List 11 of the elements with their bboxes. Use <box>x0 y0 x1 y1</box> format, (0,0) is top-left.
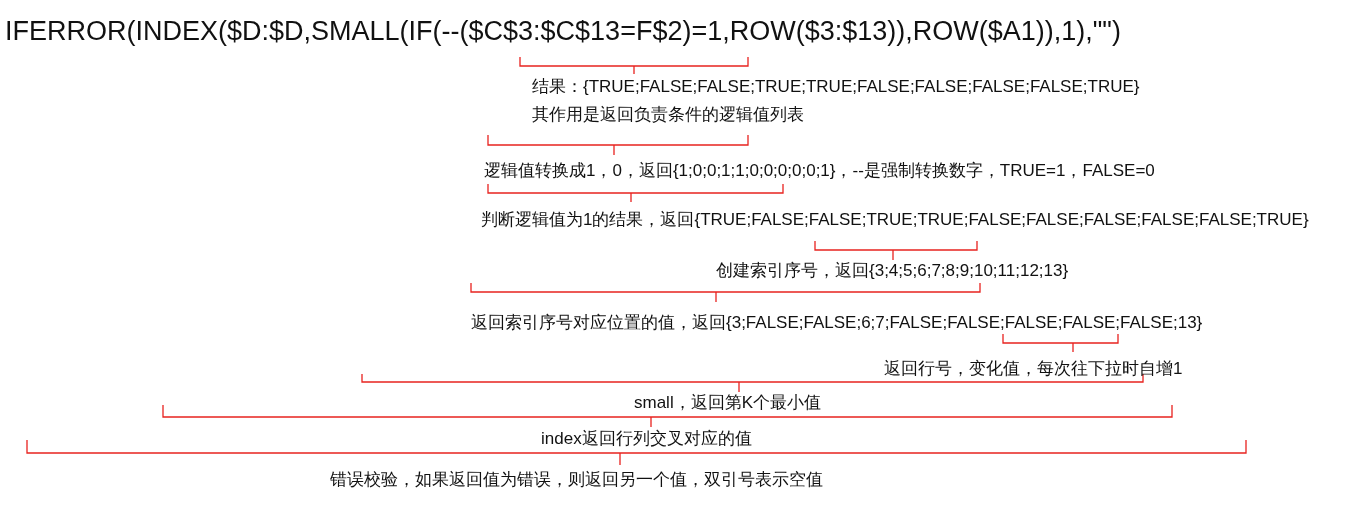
value-note: 返回索引序号对应位置的值，返回{3;FALSE;FALSE;6;7;FALSE;FALSE;FALSE;FALSE;FALSE;13} <box>471 312 1203 334</box>
index-function-note: index返回行列交叉对应的值 <box>541 428 752 450</box>
error-check-note: 错误校验，如果返回值为错误，则返回另一个值，双引号表示空值 <box>330 469 823 491</box>
conversion-note: 逻辑值转换成1，0，返回{1;0;0;1;1;0;0;0;0;0;1}，--是强制转换数字，TRUE=1，FALSE=0 <box>484 160 1155 182</box>
row-note: 返回行号，变化值，每次往下拉时自增1 <box>884 358 1183 380</box>
index-note: 创建索引序号，返回{3;4;5;6;7;8;9;10;11;12;13} <box>716 260 1069 282</box>
purpose-note: 其作用是返回负责条件的逻辑值列表 <box>532 104 804 126</box>
small-note: small，返回第K个最小值 <box>634 392 821 414</box>
formula-text: IFERROR(INDEX($D:$D,SMALL(IF(--($C$3:$C$13=F$2)=1,ROW($3:$13)),ROW($A1)),1),"") <box>5 15 1121 48</box>
comparison-note: 判断逻辑值为1的结果，返回{TRUE;FALSE;FALSE;TRUE;TRUE;FALSE;FALSE;FALSE;FALSE;FALSE;TRUE} <box>481 209 1309 231</box>
result-note: 结果：{TRUE;FALSE;FALSE;TRUE;TRUE;FALSE;FALSE;FALSE;FALSE;TRUE} <box>532 76 1140 98</box>
